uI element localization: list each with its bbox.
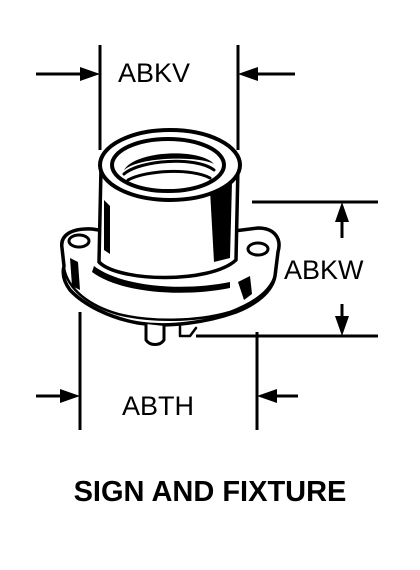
- inner-shadow: [124, 153, 214, 170]
- cylinder-body-shade-left: [104, 200, 110, 254]
- flange-edge: [62, 266, 278, 322]
- fixture-illustration: [60, 128, 281, 346]
- dimension-label-flange-height: ABKW: [284, 255, 364, 285]
- dimension-lines: [36, 45, 378, 430]
- abkv-arrow-left-head: [80, 67, 100, 81]
- inner-threads: [122, 159, 216, 182]
- flange-shading-mid: [92, 266, 230, 293]
- top-rim-inner: [110, 137, 226, 193]
- bottom-nub-right: [178, 324, 198, 338]
- abkv-arrow-right-head: [238, 67, 258, 81]
- right-mount-hole: [246, 241, 270, 257]
- flange-shading-right: [238, 276, 252, 300]
- dimension-label-top-width: ABKV: [118, 58, 191, 88]
- flange-shading-left: [70, 258, 80, 290]
- dimension-label-base-width: ABTH: [122, 391, 195, 421]
- left-mount-hole: [67, 233, 91, 249]
- abkw-arrow-top-head: [335, 202, 349, 222]
- abth-arrow-right-head: [257, 389, 277, 403]
- diagram-caption: SIGN AND FIXTURE: [73, 476, 347, 508]
- abth-arrow-left-head: [60, 389, 80, 403]
- cylinder-body-shade: [210, 182, 232, 262]
- bottom-nub: [144, 322, 166, 346]
- abkw-arrow-bottom-head: [335, 316, 349, 336]
